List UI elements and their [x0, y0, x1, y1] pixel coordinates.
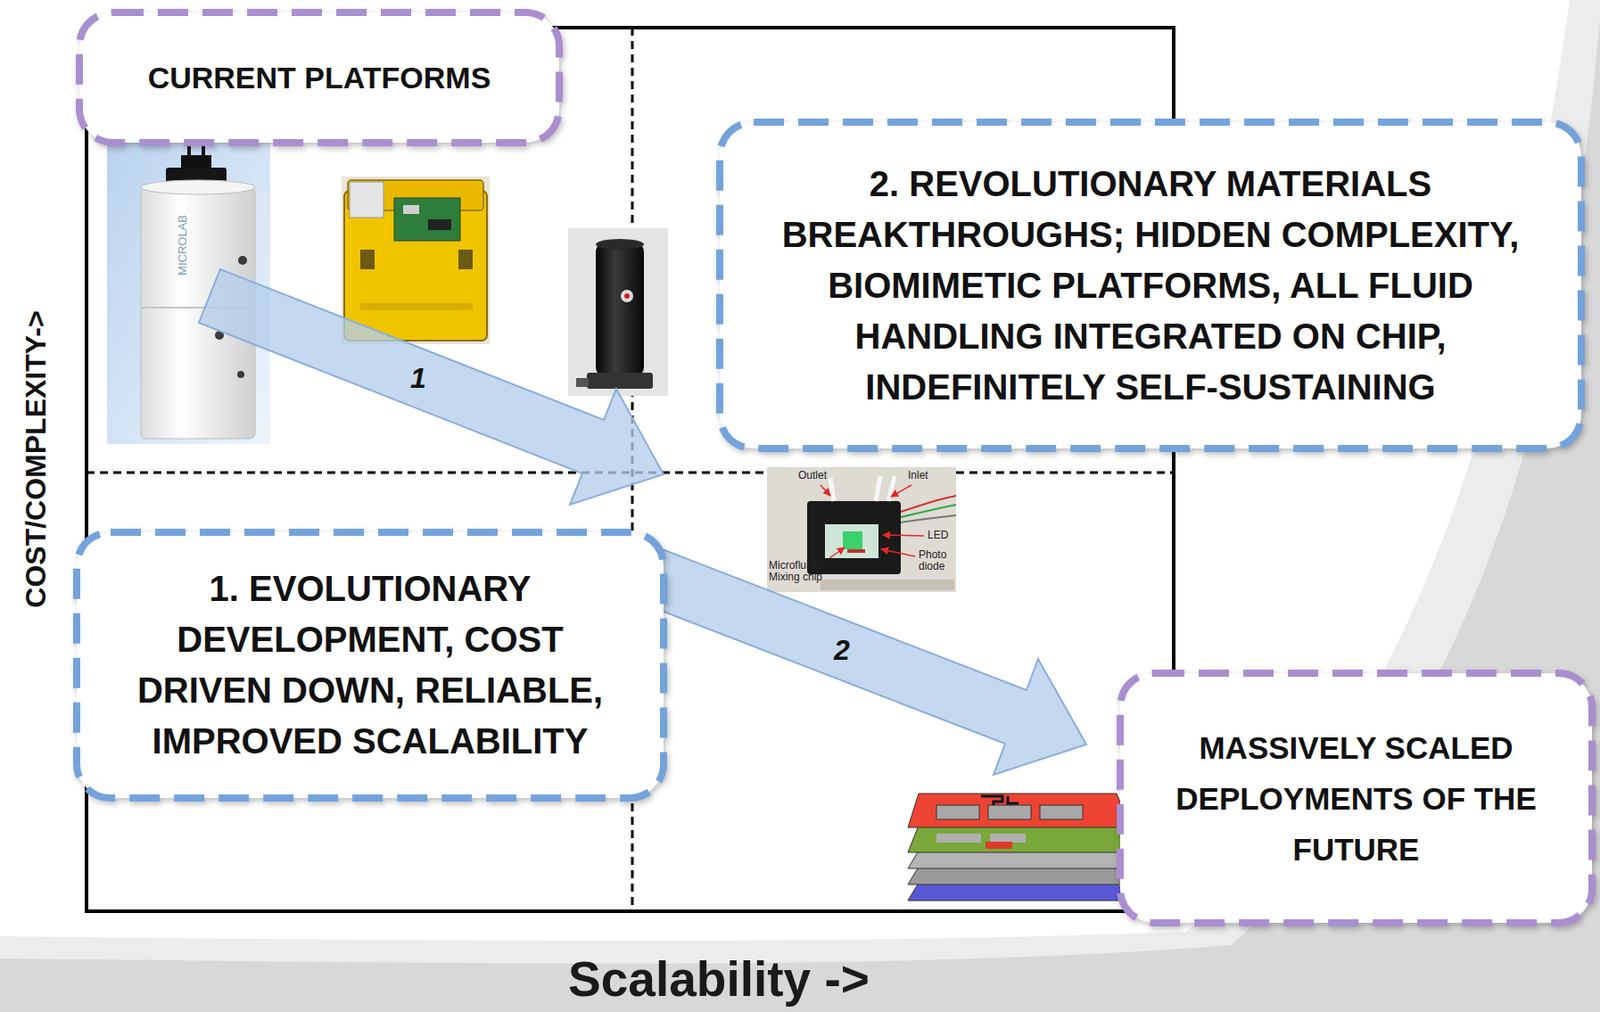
yellow-case-photo: [428, 219, 452, 231]
microfluidic-device-photo: [767, 467, 957, 593]
microfluidic-device-photo: [847, 549, 866, 553]
part-label: Outlet: [798, 470, 827, 482]
strategy-box: 2. REVOLUTIONARY MATERIALS BREAKTHROUGHS…: [719, 122, 1582, 449]
microfluidic-device-photo: [900, 504, 957, 518]
leader-lines: [829, 547, 845, 559]
microfluidic-device-photo: [842, 531, 863, 550]
block-arrows: [198, 269, 664, 505]
black-cylinder-photo: [586, 372, 653, 389]
box-text: 1. EVOLUTIONARY DEVELOPMENT, COST DRIVEN…: [120, 563, 620, 768]
yellow-case-photo: [341, 176, 490, 345]
black-cylinder-photo: [620, 289, 634, 303]
microfluidic-device-photo: [824, 524, 879, 559]
chip-stack: [985, 841, 1013, 850]
black-cylinder-photo: [595, 239, 644, 250]
box-text: 2. REVOLUTIONARY MATERIALS BREAKTHROUGHS…: [744, 158, 1557, 413]
yellow-case-photo: [349, 181, 384, 218]
black-cylinder-photo: [595, 242, 644, 377]
chip-stack: [907, 793, 1131, 828]
chip-stack: [988, 805, 1031, 820]
yellow-case-photo: [403, 205, 420, 215]
black-cylinder-photo: [576, 378, 589, 388]
axis-label: Scalability ->: [568, 951, 870, 1007]
black-cylinder-photo: [568, 228, 669, 396]
leader-lines: [890, 485, 912, 497]
microfluidic-device-photo: [900, 495, 957, 512]
leader-lines: [881, 549, 916, 557]
platform-box: CURRENT PLATFORMS: [79, 12, 560, 143]
device-label: MICROLAB: [175, 214, 190, 276]
part-label: Inlet: [907, 470, 929, 482]
microfluidic-device-photo: [888, 476, 895, 502]
leader-lines: [882, 535, 924, 537]
chip-stack: [907, 850, 1131, 869]
microfluidic-device-photo: [767, 467, 957, 593]
black-cylinder-photo: [624, 293, 630, 299]
chip-stack: [989, 833, 1026, 843]
part-label: Photo diode: [918, 549, 957, 573]
background: [0, 0, 1600, 965]
box-text: MASSIVELY SCALED DEPLOYMENTS OF THE FUTU…: [1146, 722, 1567, 875]
microlab-photo: [181, 155, 212, 170]
chip-stack: [936, 805, 980, 820]
part-label: Microfluidic Mixing chip: [768, 560, 835, 584]
axis-label: COST/COMPLEXITY->: [19, 310, 52, 608]
chip-stack: [907, 793, 1131, 901]
microfluidic-device-photo: [830, 478, 834, 502]
chip-stack: [936, 833, 982, 843]
callout-number: 1: [410, 362, 427, 395]
leader-lines: [820, 485, 831, 496]
yellow-case-photo: [360, 249, 375, 270]
microlab-photo: [238, 255, 248, 265]
future-box: MASSIVELY SCALED DEPLOYMENTS OF THE FUTU…: [1120, 673, 1592, 924]
chip-stack: [907, 866, 1131, 885]
box-text: CURRENT PLATFORMS: [148, 57, 492, 98]
chip-stack: [907, 882, 1131, 901]
chip-stack: [981, 796, 1019, 806]
yellow-case-photo: [458, 249, 473, 270]
chip-stack: [907, 825, 1131, 853]
microfluidic-device-photo: [875, 476, 881, 502]
microfluidic-device-photo: [900, 515, 957, 523]
block-arrows: [626, 544, 1087, 776]
leader-lines: [820, 485, 924, 559]
yellow-case-photo: [394, 197, 461, 241]
dashed-outline: [1120, 673, 1592, 924]
black-cylinder-photo: [568, 228, 669, 396]
microlab-photo: [140, 180, 256, 195]
dashed-outline: [76, 532, 664, 799]
yellow-case-photo: [360, 303, 473, 311]
dashed-outline: [719, 122, 1582, 449]
part-label: LED: [927, 529, 949, 542]
strategy-box: 1. EVOLUTIONARY DEVELOPMENT, COST DRIVEN…: [76, 532, 664, 799]
microlab-photo: [237, 371, 245, 379]
yellow-case-photo: [341, 176, 490, 345]
callout-number: 2: [833, 634, 850, 667]
microfluidic-device-photo: [820, 579, 955, 591]
dashed-outline: [79, 12, 560, 143]
chip-stack: [1039, 805, 1083, 820]
